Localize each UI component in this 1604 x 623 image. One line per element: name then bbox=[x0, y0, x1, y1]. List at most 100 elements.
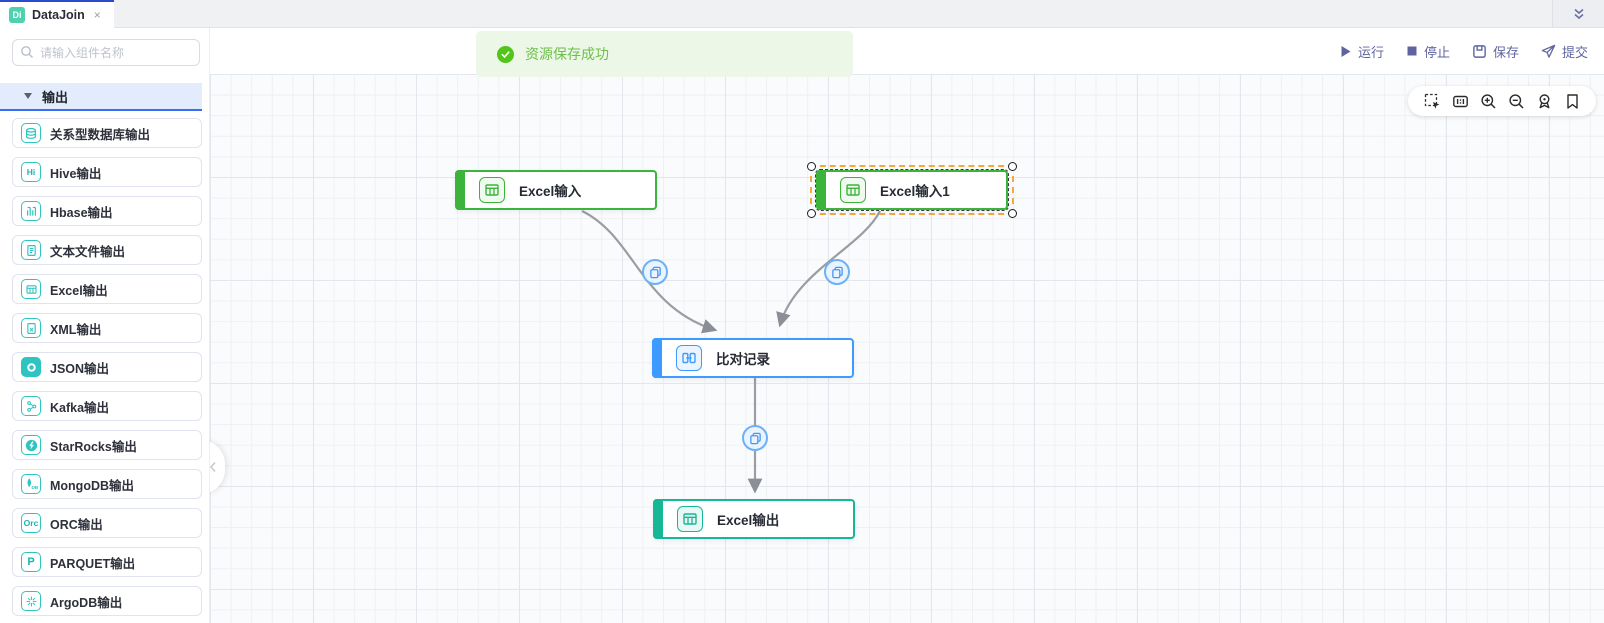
submit-button[interactable]: 提交 bbox=[1541, 42, 1588, 61]
bookmark-icon bbox=[1566, 93, 1578, 109]
zoom-in-button[interactable] bbox=[1474, 86, 1502, 116]
success-toast: 资源保存成功 bbox=[476, 31, 853, 77]
save-icon bbox=[1473, 44, 1486, 58]
minimap-icon bbox=[1452, 95, 1468, 107]
sidebar-item-argodb-output[interactable]: ArgoDB输出 bbox=[12, 586, 202, 616]
zoom-out-button[interactable] bbox=[1502, 86, 1530, 116]
sidebar-item-xml-output[interactable]: XML输出 bbox=[12, 313, 202, 343]
mongodb-icon: DB bbox=[21, 474, 41, 494]
item-label: XML输出 bbox=[50, 322, 102, 337]
stop-label: 停止 bbox=[1423, 44, 1450, 60]
argodb-icon bbox=[21, 591, 41, 611]
hbase-icon bbox=[21, 201, 41, 221]
flow-edges bbox=[581, 210, 881, 494]
item-label: 文本文件输出 bbox=[50, 244, 126, 259]
node-label: Excel输出 bbox=[717, 513, 780, 528]
excel-table-icon bbox=[21, 279, 41, 299]
item-label: PARQUET输出 bbox=[50, 556, 136, 571]
sidebar-section-output[interactable]: 输出 bbox=[0, 83, 202, 111]
tabs-collapse-button[interactable] bbox=[1552, 0, 1604, 27]
locate-button[interactable] bbox=[1530, 86, 1558, 116]
run-label: 运行 bbox=[1357, 44, 1384, 60]
excel-table-icon bbox=[479, 177, 505, 203]
sidebar-item-relational-db-output[interactable]: 关系型数据库输出 bbox=[12, 118, 202, 148]
node-selection-box: Excel输入1 bbox=[807, 162, 1017, 218]
minimap-button[interactable] bbox=[1446, 86, 1474, 116]
section-label: 输出 bbox=[42, 89, 69, 105]
node-label: Excel输入1 bbox=[880, 184, 950, 199]
node-excel-input[interactable]: Excel输入 bbox=[455, 170, 657, 210]
canvas-header: 运行 停止 保存 提交 bbox=[210, 28, 1604, 74]
text-file-icon bbox=[21, 240, 41, 260]
sidebar-item-hive-output[interactable]: Hi Hive输出 bbox=[12, 157, 202, 187]
toast-message: 资源保存成功 bbox=[525, 46, 609, 62]
copy-icon bbox=[831, 266, 843, 278]
play-icon bbox=[1341, 45, 1351, 57]
tab-datajoin[interactable]: Di DataJoin × bbox=[0, 0, 114, 28]
item-label: JSON输出 bbox=[50, 361, 110, 376]
hive-icon: Hi bbox=[21, 162, 41, 182]
orc-icon: Orc bbox=[21, 513, 41, 533]
save-label: 保存 bbox=[1492, 44, 1519, 60]
selection-handle[interactable] bbox=[807, 162, 816, 171]
sidebar-item-mongodb-output[interactable]: DB MongoDB输出 bbox=[12, 469, 202, 499]
component-search bbox=[12, 39, 200, 66]
selection-handle[interactable] bbox=[1008, 162, 1017, 171]
node-color-bar bbox=[816, 170, 826, 210]
item-label: 关系型数据库输出 bbox=[50, 127, 151, 142]
edge-badge-copy[interactable] bbox=[642, 259, 668, 285]
marquee-select-icon bbox=[1424, 93, 1439, 109]
flow-canvas[interactable]: Excel输入 Excel输入1 比对记录 bbox=[210, 74, 1604, 623]
run-button[interactable]: 运行 bbox=[1339, 42, 1384, 61]
sidebar-item-hbase-output[interactable]: Hbase输出 bbox=[12, 196, 202, 226]
sidebar-item-excel-output[interactable]: Excel输出 bbox=[12, 274, 202, 304]
svg-text:DB: DB bbox=[31, 485, 38, 491]
node-excel-input-1[interactable]: Excel输入1 bbox=[815, 169, 1009, 211]
copy-icon bbox=[649, 266, 661, 278]
selection-handle[interactable] bbox=[807, 209, 816, 218]
excel-table-icon bbox=[840, 177, 866, 203]
sidebar-item-parquet-output[interactable]: P PARQUET输出 bbox=[12, 547, 202, 577]
sidebar-item-starrocks-output[interactable]: StarRocks输出 bbox=[12, 430, 202, 460]
sidebar-item-text-file-output[interactable]: 文本文件输出 bbox=[12, 235, 202, 265]
search-icon bbox=[21, 46, 33, 58]
canvas-toolbar bbox=[1408, 86, 1596, 116]
node-color-bar bbox=[455, 170, 465, 210]
chevron-left-icon bbox=[209, 462, 216, 472]
excel-table-icon bbox=[677, 506, 703, 532]
edge-badge-copy[interactable] bbox=[742, 425, 768, 451]
node-color-bar bbox=[653, 499, 663, 539]
sidebar-item-kafka-output[interactable]: Kafka输出 bbox=[12, 391, 202, 421]
tab-close-icon[interactable]: × bbox=[93, 8, 101, 22]
submit-icon bbox=[1541, 44, 1556, 58]
json-icon bbox=[21, 357, 41, 377]
item-label: Hbase输出 bbox=[50, 205, 113, 220]
edge-badge-copy[interactable] bbox=[824, 259, 850, 285]
zoom-in-icon bbox=[1480, 93, 1496, 109]
save-button[interactable]: 保存 bbox=[1472, 42, 1519, 61]
bookmark-button[interactable] bbox=[1558, 86, 1586, 116]
sidebar-item-orc-output[interactable]: Orc ORC输出 bbox=[12, 508, 202, 538]
item-label: Excel输出 bbox=[50, 283, 108, 298]
action-buttons: 运行 停止 保存 提交 bbox=[1339, 28, 1588, 74]
selection-handle[interactable] bbox=[1008, 209, 1017, 218]
success-check-icon bbox=[497, 45, 514, 63]
locate-icon bbox=[1538, 93, 1550, 108]
component-sidebar: 输出 关系型数据库输出 Hi Hive输出 Hbase输出 文本文件输出 bbox=[0, 28, 210, 623]
tab-bar: Di DataJoin × bbox=[0, 0, 1604, 28]
node-compare-records[interactable]: 比对记录 bbox=[652, 338, 854, 378]
search-input[interactable] bbox=[12, 39, 200, 66]
node-excel-output[interactable]: Excel输出 bbox=[653, 499, 855, 539]
item-label: ORC输出 bbox=[50, 517, 103, 532]
copy-icon bbox=[749, 432, 761, 444]
zoom-out-icon bbox=[1508, 93, 1524, 109]
sidebar-item-json-output[interactable]: JSON输出 bbox=[12, 352, 202, 382]
item-label: MongoDB输出 bbox=[50, 478, 135, 493]
submit-label: 提交 bbox=[1561, 44, 1588, 60]
tab-title: DataJoin bbox=[32, 8, 85, 22]
stop-button[interactable]: 停止 bbox=[1406, 42, 1450, 61]
item-label: ArgoDB输出 bbox=[50, 595, 123, 610]
marquee-select-button[interactable] bbox=[1418, 86, 1446, 116]
parquet-icon: P bbox=[21, 552, 41, 572]
